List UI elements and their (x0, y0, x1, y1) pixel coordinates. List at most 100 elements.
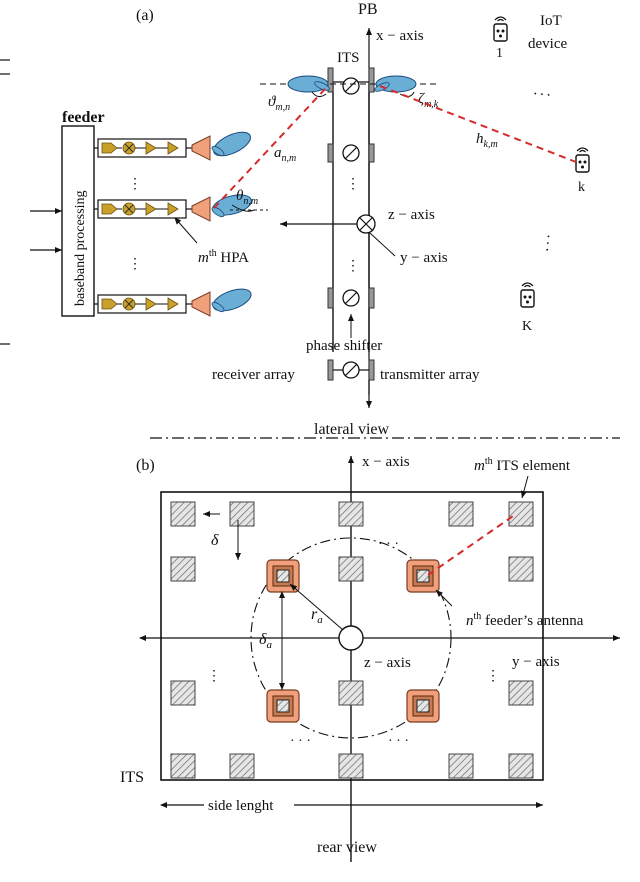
its-element (508, 501, 534, 527)
its-element (338, 753, 364, 779)
horizontal-dots: · · · (388, 734, 409, 749)
phase-shifter-label: phase shifter (306, 338, 382, 354)
y-axis-label-b: y − axis (512, 654, 560, 670)
device-k-label: k (578, 180, 585, 195)
h-km-label: hk,m (476, 131, 498, 150)
its-element (508, 556, 534, 582)
its-element (338, 556, 364, 582)
its-element-row (327, 67, 375, 95)
a-nm-label: an,m (274, 145, 296, 164)
baseband-processing-label: baseband processing (73, 191, 88, 306)
z-axis-label: z − axis (388, 207, 435, 223)
its-element-row (327, 143, 375, 163)
device-dots: ⋱ (532, 85, 552, 105)
iot-device-k (575, 147, 590, 173)
its-label-a: ITS (337, 50, 360, 66)
lateral-view-label: lateral view (314, 421, 390, 438)
hpa-pointer (174, 217, 198, 244)
dac-icon (101, 298, 118, 310)
rf-chain (94, 288, 252, 317)
device-1-label: 1 (496, 46, 503, 61)
horizontal-dots: · · · (378, 537, 399, 552)
dac-icon (101, 203, 118, 215)
feeder-label: feeder (62, 109, 105, 126)
its-element (170, 753, 196, 779)
link-antenna-to-element (427, 513, 517, 576)
its-element (229, 501, 255, 527)
theta-label: θn,m (236, 188, 258, 207)
panel-b-label: (b) (136, 457, 155, 474)
vertical-dots: ⋮ (128, 257, 142, 272)
feeder-chains (94, 131, 252, 317)
iot-label-line1: IoT (540, 13, 562, 29)
r-a-arrow (289, 583, 344, 631)
its-element (170, 501, 196, 527)
feeder-antenna (406, 559, 440, 593)
horn-antenna-icon (191, 196, 211, 222)
x-axis-label: x − axis (376, 28, 424, 44)
legend-element (327, 359, 375, 381)
rear-view-label: rear view (317, 839, 377, 856)
its-label-b: ITS (120, 769, 144, 786)
iot-device-K (520, 282, 535, 308)
z-axis-label-b: z − axis (364, 655, 411, 671)
its-center-cross (356, 214, 376, 234)
its-element-label: mth ITS element (474, 456, 571, 474)
panel-a: (a) PB x − axis ITS ⋮ (0, 1, 590, 438)
delta-a-label: δa (259, 631, 272, 651)
rf-chain (94, 131, 252, 161)
vartheta-label: ϑm,n (268, 94, 290, 113)
beam-lobe (212, 131, 252, 157)
its-element (338, 501, 364, 527)
device-K-label: K (522, 319, 532, 334)
its-element (448, 501, 474, 527)
feeder-antenna (406, 689, 440, 723)
its-element-row (327, 287, 375, 309)
receive-beam-lobe (287, 75, 329, 93)
its-element (338, 680, 364, 706)
iot-device-1 (493, 16, 508, 42)
its-element (448, 753, 474, 779)
horn-antenna-icon (191, 135, 211, 161)
transmitter-array-label: transmitter array (380, 367, 480, 383)
zeta-label: ζm,k (418, 91, 439, 110)
y-axis-pointer (369, 232, 396, 257)
its-element (170, 556, 196, 582)
hpa-icon (167, 202, 179, 216)
its-element-grid (170, 501, 534, 779)
baseband-processing-box (61, 125, 95, 317)
r-a-label: ra (311, 606, 323, 626)
link-feeder-to-its (213, 87, 327, 209)
beam-lobe (212, 288, 252, 312)
amplifier-icon (145, 297, 157, 311)
amplifier-icon (145, 202, 157, 216)
delta-label: δ (211, 532, 219, 549)
vertical-dots: ⋮ (486, 669, 500, 684)
dac-icon (101, 142, 118, 154)
its-element (229, 753, 255, 779)
z-axis-origin-icon (338, 625, 364, 651)
amplifier-icon (145, 141, 157, 155)
side-length-label: side lenght (208, 798, 274, 814)
x-axis-label-b: x − axis (362, 454, 410, 470)
feeder-antenna (266, 689, 300, 723)
hpa-label: mth HPA (198, 248, 249, 266)
vertical-dots: ⋮ (346, 259, 360, 274)
iot-label-line2: device (528, 36, 567, 52)
receiver-array-label: receiver array (212, 367, 295, 383)
vertical-dots: ⋮ (346, 177, 360, 192)
feeder-antenna-circle (250, 537, 452, 739)
feeder-antenna-label: nth feeder’s antenna (466, 611, 584, 629)
hpa-icon (167, 141, 179, 155)
its-element (170, 680, 196, 706)
its-element (508, 753, 534, 779)
vertical-dots: ⋮ (128, 177, 142, 192)
horn-antenna-icon (191, 291, 211, 317)
vertical-dots: ⋮ (207, 669, 221, 684)
hpa-icon (167, 297, 179, 311)
panel-a-label: (a) (136, 7, 154, 24)
device-dots: ⋱ (537, 233, 557, 253)
horizontal-dots: · · · (290, 734, 311, 749)
